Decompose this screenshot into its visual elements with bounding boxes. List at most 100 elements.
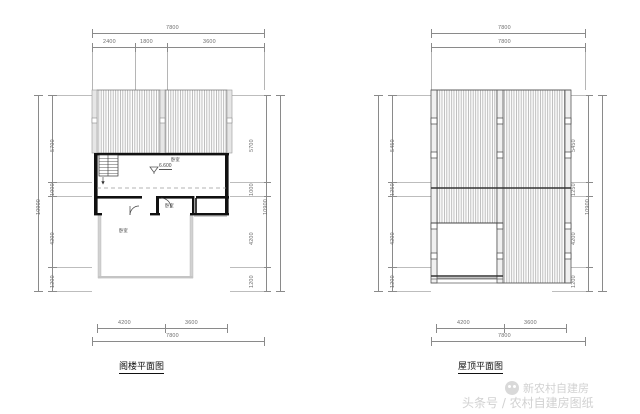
roof-top-overall-label: 7800 [498, 25, 511, 31]
dim-tick [264, 29, 265, 38]
dim-tick [227, 324, 228, 333]
attic-bottom-seg-1: 4200 [118, 320, 131, 326]
dim-tick [388, 291, 397, 292]
roof-bottom-seg-1: 4200 [457, 320, 470, 326]
dim-tick [566, 324, 567, 333]
dim-tick [431, 29, 432, 38]
watermark-handle: 头条号 / 农村自建房图纸 [462, 396, 594, 410]
watermark-account-name: 新农村自建房 [523, 382, 589, 395]
dim-tick [92, 337, 93, 346]
roof-bottom-overall-line [431, 341, 586, 342]
dim-tick [388, 182, 397, 183]
watermark-avatar-icon [505, 381, 519, 395]
dim-tick [48, 291, 57, 292]
room-label-attic-1: 卧室 [171, 158, 180, 163]
roof-left-seg-line [392, 95, 393, 291]
ext-line [167, 52, 168, 90]
dim-tick [374, 291, 383, 292]
ext-line [57, 267, 92, 268]
dim-tick [92, 29, 93, 38]
ext-line [57, 291, 92, 292]
ext-line [57, 182, 92, 183]
dim-tick [34, 95, 43, 96]
dim-tick [92, 43, 93, 52]
room-label-attic-2: 卧室 [165, 204, 174, 209]
roof-bottom-seg-line [436, 328, 566, 329]
dim-tick [598, 95, 607, 96]
dim-tick [262, 267, 271, 268]
roof-top-overall-line [431, 33, 586, 34]
dim-tick [436, 324, 437, 333]
ext-line [230, 291, 264, 292]
attic-top-overall-label: 7800 [166, 25, 179, 31]
ext-line [230, 196, 264, 197]
dim-tick [135, 43, 136, 52]
dim-tick [585, 43, 586, 52]
dim-tick [431, 337, 432, 346]
ext-line [230, 95, 264, 96]
dim-tick [388, 196, 397, 197]
roof-top-overall2-label: 7800 [498, 39, 511, 45]
ext-line [135, 52, 136, 90]
ext-line [397, 267, 431, 268]
attic-top-overall-line [92, 33, 265, 34]
dim-tick [584, 267, 593, 268]
attic-top-seg-3: 3600 [203, 39, 216, 45]
dim-tick [431, 43, 432, 52]
dim-tick [97, 324, 98, 333]
roof-bottom-seg-2: 3600 [524, 320, 537, 326]
attic-plan-caption: 阁楼平面图 [119, 359, 165, 374]
ext-line [57, 196, 92, 197]
attic-right-seg-line [266, 95, 267, 291]
dim-tick [388, 267, 397, 268]
dim-tick [584, 182, 593, 183]
ext-line [230, 267, 264, 268]
dim-tick [388, 95, 397, 96]
dim-tick [165, 324, 166, 333]
roof-plan-caption: 屋顶平面图 [458, 359, 504, 374]
attic-top-seg-line [92, 47, 265, 48]
dim-tick [374, 95, 383, 96]
dim-tick [264, 43, 265, 52]
attic-bottom-overall-line [92, 341, 265, 342]
dim-tick [585, 29, 586, 38]
ext-line [92, 52, 93, 90]
dim-tick [48, 267, 57, 268]
attic-left-seg-line [52, 95, 53, 291]
ext-line [397, 291, 431, 292]
roof-left-overall-line [378, 95, 379, 291]
room-label-attic-3: 卧室 [119, 229, 128, 234]
ext-line [585, 52, 586, 90]
roof-top-overall2-line [431, 47, 586, 48]
ext-line [431, 52, 432, 90]
dim-tick [48, 95, 57, 96]
dim-tick [167, 43, 168, 52]
attic-left-overall-line [38, 95, 39, 291]
roof-bottom-overall-label: 7800 [498, 333, 511, 339]
dim-tick [48, 182, 57, 183]
dim-tick [276, 291, 285, 292]
dim-tick [264, 337, 265, 346]
attic-top-seg-1: 2400 [103, 39, 116, 45]
ext-line [397, 95, 431, 96]
ext-line [57, 95, 92, 96]
dim-tick [504, 324, 505, 333]
ext-line [397, 182, 431, 183]
roof-right-seg-line [588, 95, 589, 291]
dim-tick [584, 196, 593, 197]
attic-bottom-seg-2: 3600 [185, 320, 198, 326]
dim-tick [585, 337, 586, 346]
ext-line [552, 291, 586, 292]
ext-line [397, 196, 431, 197]
dim-tick [262, 182, 271, 183]
dim-tick [262, 95, 271, 96]
dim-tick [584, 291, 593, 292]
ext-line [264, 52, 265, 90]
dim-tick [34, 291, 43, 292]
ext-line [230, 182, 264, 183]
dim-tick [276, 95, 285, 96]
dim-tick [48, 196, 57, 197]
